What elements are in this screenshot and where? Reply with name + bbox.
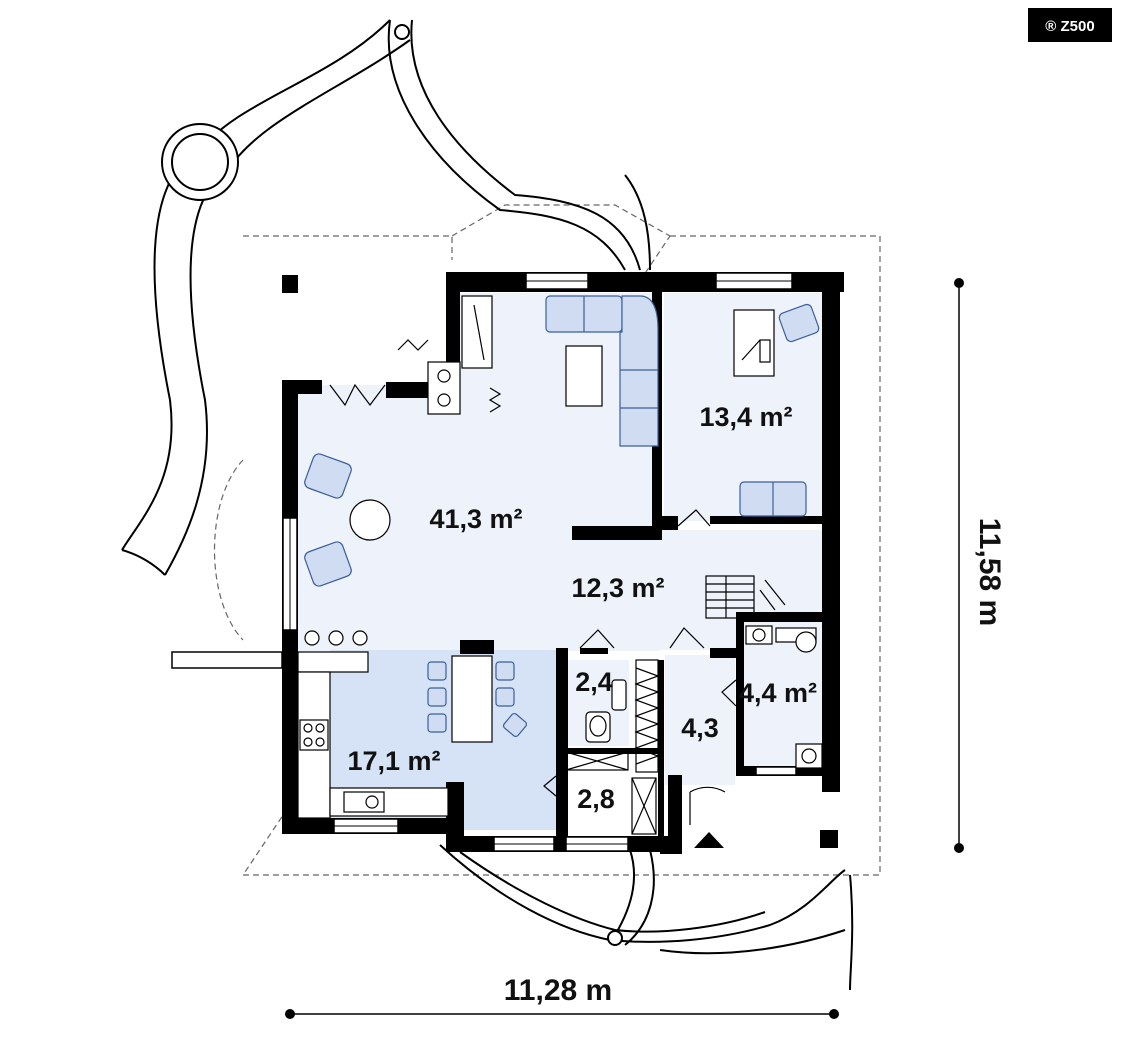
room-label-wc: 2,4 — [575, 667, 613, 697]
width-dimension-label: 11,28 m — [504, 974, 612, 1007]
room-label-vestibule: 4,3 — [681, 713, 719, 743]
sanitary-fixtures — [585, 625, 823, 769]
room-label-hall: 12,3 m² — [571, 573, 664, 603]
room-label-kitchen-dining: 17,1 m² — [347, 746, 440, 776]
garden-lamps — [161, 24, 623, 946]
width-dimension: 11,28 m — [285, 974, 839, 1019]
room-label-office: 13,4 m² — [699, 402, 792, 432]
room-label-storage: 2,8 — [577, 784, 615, 814]
entrance-marker — [282, 275, 838, 848]
office-furniture — [733, 303, 820, 517]
terrace-steps — [171, 651, 283, 669]
closet — [565, 659, 660, 835]
project-badge-text: ® Z500 — [1045, 18, 1094, 35]
depth-dimension: 11,58 m — [954, 278, 1006, 853]
room-label-living: 41,3 m² — [429, 504, 522, 534]
window-glazing-lines — [289, 280, 792, 845]
room-label-bathroom: 4,4 m² — [739, 678, 817, 708]
living-furniture — [304, 295, 659, 587]
doors — [329, 383, 737, 825]
project-badge: ® Z500 — [1028, 8, 1112, 42]
kitchen-counter — [297, 630, 449, 819]
curved-garden-path — [121, 19, 854, 991]
depth-dimension-label: 11,58 m — [973, 518, 1006, 626]
dining-set — [427, 655, 528, 743]
staircase — [705, 575, 786, 619]
room-labels: 41,3 m² 13,4 m² 12,3 m² 17,1 m² 2,4 4,4 … — [347, 402, 817, 814]
